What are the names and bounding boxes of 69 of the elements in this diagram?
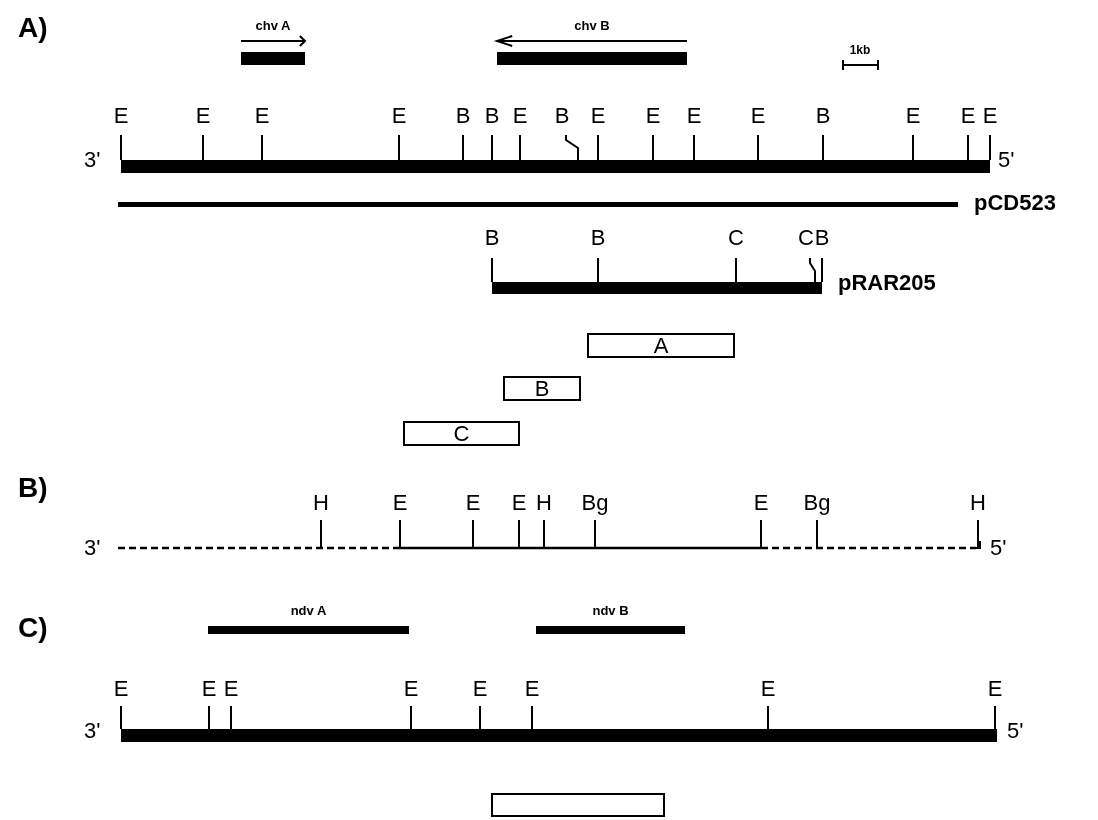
site-label: C (798, 227, 814, 249)
gene-label: chv B (574, 18, 610, 34)
site-label: E (750, 105, 766, 127)
site-label: E (905, 105, 921, 127)
map-bar (121, 160, 990, 173)
gene-label: ndv B (592, 603, 629, 619)
site-label: B (814, 227, 830, 249)
end-label: 5' (998, 149, 1015, 171)
site-label: E (645, 105, 661, 127)
site-label: E (511, 492, 527, 514)
site-label: H (536, 492, 552, 514)
site-label: E (472, 678, 488, 700)
map-bar (121, 729, 997, 742)
end-label: 5' (1007, 720, 1024, 742)
site-label: E (254, 105, 270, 127)
site-label: B (815, 105, 831, 127)
site-label: B (554, 105, 570, 127)
site-label: E (753, 492, 769, 514)
map-bar (118, 202, 958, 207)
site-label: E (403, 678, 419, 700)
fragment-box (587, 333, 735, 358)
site-label: E (113, 105, 129, 127)
plasmid-label: pCD523 (974, 192, 1056, 214)
gene-region (208, 603, 409, 634)
site-label: E (201, 678, 217, 700)
end-label: 3' (84, 720, 101, 742)
site-label: C (728, 227, 744, 249)
site-label: E (987, 678, 1003, 700)
empty-fragment-box (491, 793, 665, 817)
site-label: E (392, 492, 408, 514)
gene-region (497, 18, 687, 65)
gene-region (241, 18, 305, 65)
fragment-label: C (453, 422, 470, 445)
fragment-label: B (534, 377, 550, 400)
site-label: E (760, 678, 776, 700)
site-label: B (455, 105, 471, 127)
panel-letter: C) (18, 614, 48, 642)
map-bar (492, 282, 822, 294)
fragment-box (503, 376, 581, 401)
site-label: E (960, 105, 976, 127)
site-label: Bg (581, 492, 609, 514)
panel-letter: B) (18, 474, 48, 502)
site-label: E (465, 492, 481, 514)
site-label: B (484, 105, 500, 127)
end-label: 3' (84, 149, 101, 171)
site-label: B (590, 227, 606, 249)
panel-letter: A) (18, 14, 48, 42)
site-label: E (113, 678, 129, 700)
fragment-label: A (653, 334, 669, 357)
scale-label: 1kb (849, 44, 871, 56)
gene-region (536, 603, 685, 634)
plasmid-label: pRAR205 (838, 272, 936, 294)
site-label: E (223, 678, 239, 700)
site-label: Bg (803, 492, 831, 514)
site-label: E (524, 678, 540, 700)
site-label: E (590, 105, 606, 127)
gene-label: chv A (255, 18, 291, 34)
gene-label: ndv A (290, 603, 327, 619)
site-label: H (313, 492, 329, 514)
site-label: E (391, 105, 407, 127)
site-label: E (195, 105, 211, 127)
fragment-box (403, 421, 520, 446)
site-label: E (512, 105, 528, 127)
end-label: 3' (84, 537, 101, 559)
site-label: E (686, 105, 702, 127)
site-label: H (970, 492, 986, 514)
site-label: E (982, 105, 998, 127)
end-label: 5' (990, 537, 1007, 559)
site-label: B (484, 227, 500, 249)
